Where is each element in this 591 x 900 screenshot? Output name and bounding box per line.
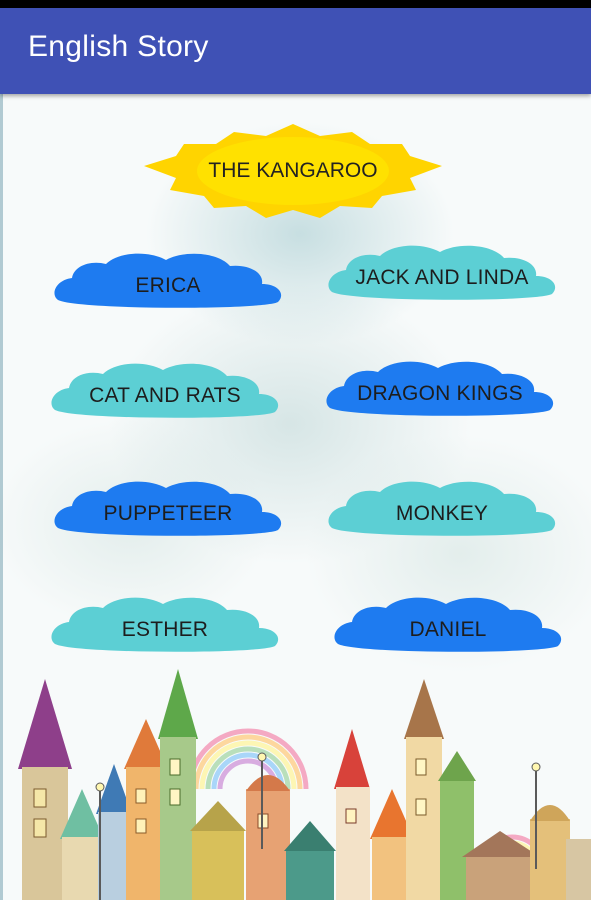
story-button-the-kangaroo[interactable]: THE KANGAROO bbox=[140, 122, 446, 220]
story-button-jack-and-linda[interactable]: JACK AND LINDA bbox=[322, 236, 562, 306]
cloud-icon bbox=[326, 361, 554, 416]
cloud-icon bbox=[328, 481, 556, 536]
story-button-esther[interactable]: ESTHER bbox=[45, 588, 285, 658]
story-list-screen: THE KANGAROO ERICA JACK AND LINDA CAT AN… bbox=[0, 94, 591, 900]
story-button-monkey[interactable]: MONKEY bbox=[322, 472, 562, 542]
sun-icon bbox=[144, 124, 442, 218]
cloud-icon bbox=[328, 245, 556, 300]
story-button-erica[interactable]: ERICA bbox=[48, 244, 288, 314]
app-title: English Story bbox=[28, 30, 209, 63]
story-label: ERICA bbox=[135, 274, 201, 297]
story-label: JACK AND LINDA bbox=[355, 266, 529, 289]
status-bar bbox=[0, 0, 591, 8]
story-label: DRAGON KINGS bbox=[357, 382, 523, 405]
story-button-dragon-kings[interactable]: DRAGON KINGS bbox=[320, 352, 560, 422]
story-label: DANIEL bbox=[409, 618, 487, 641]
town-illustration bbox=[18, 669, 591, 900]
story-button-puppeteer[interactable]: PUPPETEER bbox=[48, 472, 288, 542]
cloud-icon bbox=[51, 597, 279, 652]
cloud-icon bbox=[334, 597, 562, 652]
story-button-cat-and-rats[interactable]: CAT AND RATS bbox=[45, 354, 285, 424]
cloud-icon bbox=[54, 253, 282, 308]
app-bar: English Story bbox=[0, 8, 591, 94]
story-label: PUPPETEER bbox=[103, 502, 233, 525]
story-button-daniel[interactable]: DANIEL bbox=[328, 588, 568, 658]
cloud-icon bbox=[51, 363, 279, 418]
story-label: ESTHER bbox=[121, 618, 209, 641]
cloud-icon bbox=[54, 481, 282, 536]
story-label: THE KANGAROO bbox=[208, 159, 378, 182]
story-label: CAT AND RATS bbox=[89, 384, 241, 407]
left-edge-decoration bbox=[0, 94, 3, 900]
story-label: MONKEY bbox=[395, 502, 489, 525]
